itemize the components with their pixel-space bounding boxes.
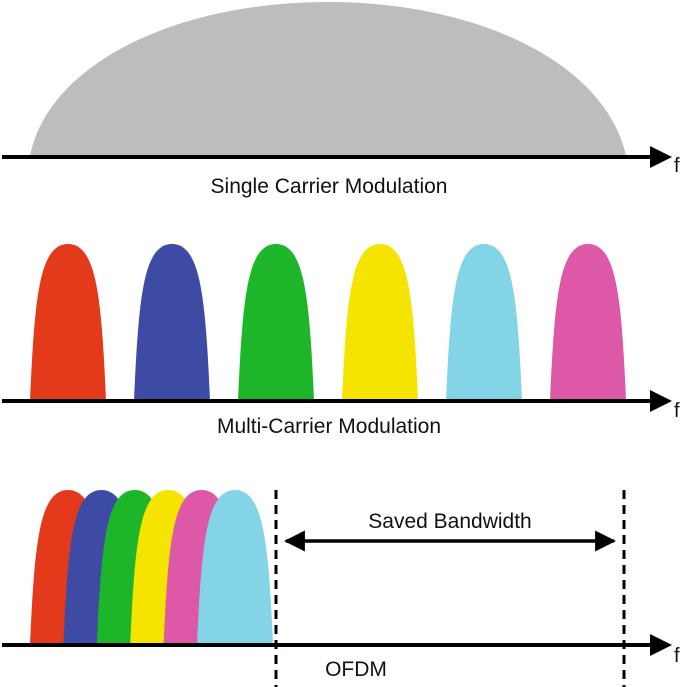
axis-arrow-1 [650, 146, 672, 168]
multi-carrier-spectra [30, 244, 626, 400]
multi-carrier-blue [134, 244, 210, 400]
axis-arrow-3 [650, 634, 672, 656]
ofdm-panel: f Saved Bandwidth OFDM [2, 490, 680, 687]
axis-arrow-2 [650, 390, 672, 412]
multi-carrier-panel: f Multi-Carrier Modulation [2, 244, 680, 438]
saved-bandwidth-label: Saved Bandwidth [368, 510, 531, 533]
ofdm-subcarrier-spectra [30, 490, 273, 644]
axis-label-f-3: f [674, 645, 680, 667]
multi-carrier-cyan [446, 244, 522, 400]
axis-label-f-2: f [674, 400, 680, 422]
multi-carrier-red [30, 244, 106, 400]
single-carrier-spectrum [30, 2, 626, 156]
multi-carrier-green [238, 244, 314, 400]
multi-carrier-label: Multi-Carrier Modulation [217, 415, 441, 438]
multi-carrier-magenta [550, 244, 626, 400]
ofdm-subcarrier-cyan [197, 490, 273, 644]
ofdm-label: OFDM [325, 658, 387, 681]
single-carrier-panel: f Single Carrier Modulation [2, 2, 680, 198]
axis-label-f-1: f [674, 155, 680, 177]
single-carrier-label: Single Carrier Modulation [211, 175, 448, 198]
multi-carrier-yellow [342, 244, 418, 400]
